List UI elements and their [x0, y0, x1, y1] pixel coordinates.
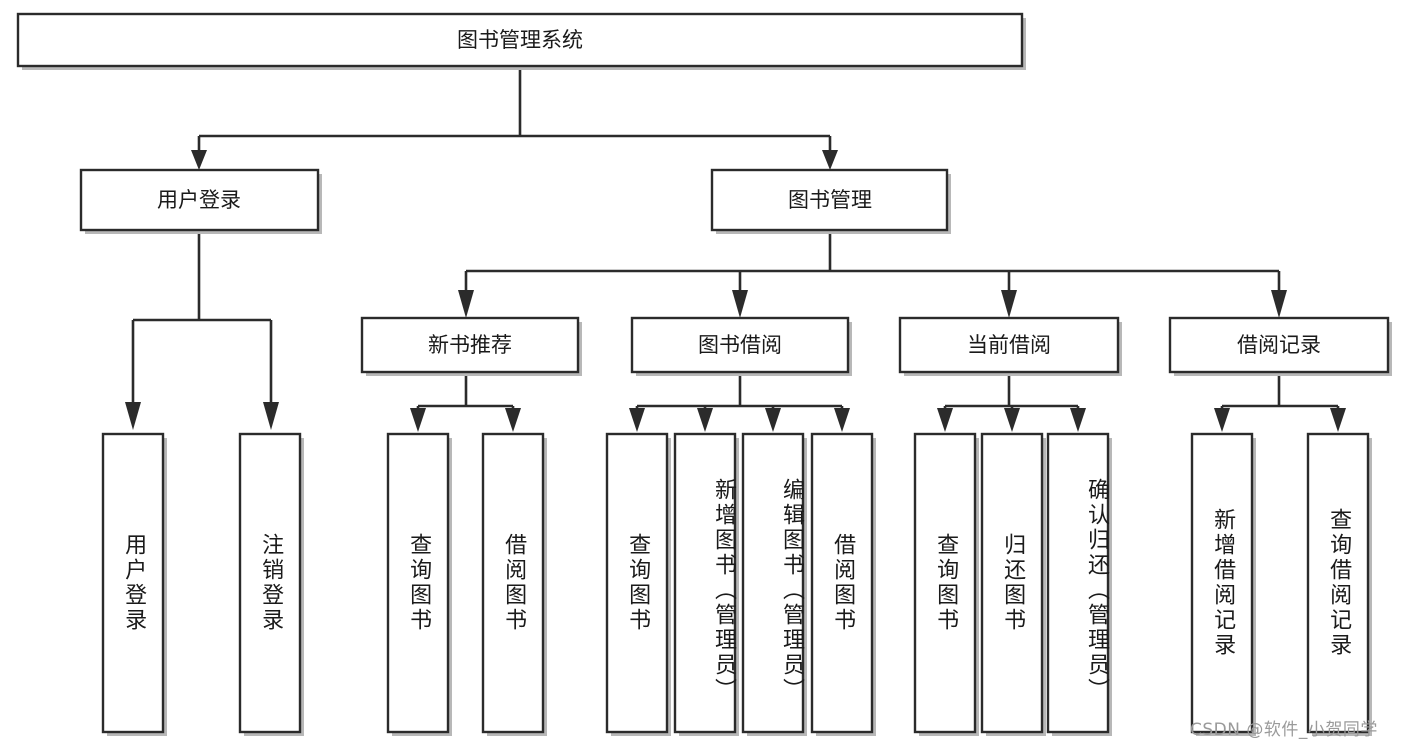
- leaf-user-login-2-rect[interactable]: [238, 432, 302, 734]
- connector-group-current-borrow: [937, 375, 1086, 432]
- node-book-borrow-rect[interactable]: [630, 316, 850, 374]
- arrow-newbook-leaf-2: [505, 408, 521, 432]
- leaf-book-borrow-3-rect[interactable]: [741, 432, 805, 734]
- arrow-bookmgmt-child-1: [458, 290, 474, 318]
- node-book-management[interactable]: 图书管理: [710, 168, 951, 234]
- arrow-borrowrecord-leaf-2: [1330, 408, 1346, 432]
- node-root-label: 图书管理系统: [457, 28, 583, 52]
- connector-group-user-login: [125, 232, 279, 430]
- leaf-borrow-record-1-rect[interactable]: [1190, 432, 1254, 734]
- node-new-book-recommend-rect[interactable]: [360, 316, 580, 374]
- node-book-borrow[interactable]: 图书借阅: [630, 316, 852, 376]
- node-current-borrow[interactable]: 当前借阅: [898, 316, 1122, 376]
- node-current-borrow-label: 当前借阅: [967, 333, 1051, 357]
- arrow-login-leaf-1: [125, 402, 141, 430]
- arrow-bookborrow-leaf-1: [629, 408, 645, 432]
- leaf-new-book-2-rect[interactable]: [481, 432, 545, 734]
- arrow-currentborrow-leaf-1: [937, 408, 953, 432]
- node-borrow-record-label: 借阅记录: [1237, 333, 1321, 357]
- leaf-current-borrow-2-rect[interactable]: [980, 432, 1044, 734]
- node-current-borrow-rect[interactable]: [898, 316, 1120, 374]
- arrow-currentborrow-leaf-2: [1004, 408, 1020, 432]
- arrow-bookmgmt-child-2: [732, 290, 748, 318]
- arrow-bookborrow-leaf-2: [697, 408, 713, 432]
- arrow-bookmgmt-child-4: [1271, 290, 1287, 318]
- leaf-borrow-record-2-rect[interactable]: [1306, 432, 1370, 734]
- leaf-new-book-1-rect[interactable]: [386, 432, 450, 734]
- leaf-current-borrow-1-rect[interactable]: [913, 432, 977, 734]
- arrow-root-to-bookmgmt: [822, 150, 838, 170]
- node-borrow-record-rect[interactable]: [1168, 316, 1390, 374]
- node-root-system[interactable]: 图书管理系统: [16, 12, 1026, 70]
- connector-group-root: [191, 66, 838, 170]
- leaf-book-borrow-4-rect[interactable]: [810, 432, 874, 734]
- csdn-watermark: CSDN @软件_小贺同学: [1190, 720, 1378, 740]
- leaf-boxes-book-borrow: [605, 432, 876, 736]
- arrow-borrowrecord-leaf-1: [1214, 408, 1230, 432]
- node-root-rect[interactable]: [16, 12, 1024, 68]
- node-new-book-recommend[interactable]: 新书推荐: [360, 316, 582, 376]
- node-user-login-label: 用户登录: [157, 188, 241, 212]
- node-book-management-label: 图书管理: [788, 188, 872, 212]
- arrow-login-leaf-2: [263, 402, 279, 430]
- node-new-book-recommend-label: 新书推荐: [428, 333, 512, 357]
- connector-group-borrow-record: [1214, 375, 1346, 432]
- node-user-login[interactable]: 用户登录: [79, 168, 322, 234]
- arrow-newbook-leaf-1: [410, 408, 426, 432]
- node-book-borrow-label: 图书借阅: [698, 333, 782, 357]
- leaf-user-login-1-rect[interactable]: [101, 432, 165, 734]
- node-user-login-rect[interactable]: [79, 168, 320, 232]
- node-book-management-rect[interactable]: [710, 168, 949, 232]
- arrow-root-to-login: [191, 150, 207, 170]
- node-borrow-record[interactable]: 借阅记录: [1168, 316, 1392, 376]
- arrow-bookborrow-leaf-3: [765, 408, 781, 432]
- leaf-boxes-current-borrow: [913, 432, 1112, 736]
- leaf-book-borrow-2-rect[interactable]: [673, 432, 737, 734]
- leaf-boxes-borrow-record: [1190, 432, 1372, 736]
- connector-group-new-book: [410, 375, 521, 432]
- arrow-currentborrow-leaf-3: [1070, 408, 1086, 432]
- leaf-boxes-new-book-recommend: [386, 432, 547, 736]
- leaf-boxes-user-login: [101, 432, 304, 736]
- leaf-book-borrow-1-rect[interactable]: [605, 432, 669, 734]
- arrow-bookborrow-leaf-4: [834, 408, 850, 432]
- arrow-bookmgmt-child-3: [1001, 290, 1017, 318]
- leaf-current-borrow-3-rect[interactable]: [1046, 432, 1110, 734]
- connector-group-book-management: [458, 232, 1287, 318]
- connector-group-book-borrow: [629, 375, 850, 432]
